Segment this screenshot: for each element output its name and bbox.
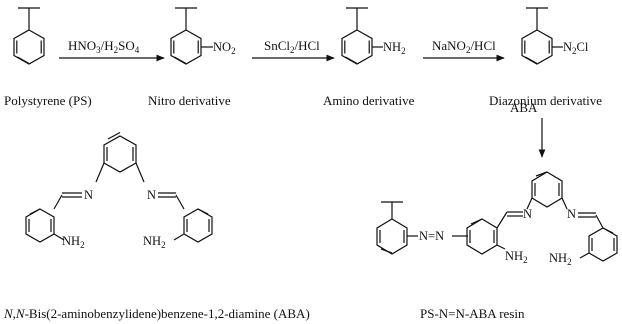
aba-structure bbox=[25, 131, 213, 243]
step1-label: HNO3/H2SO4 bbox=[68, 38, 140, 55]
nitro-group-label: NO2 bbox=[213, 40, 236, 56]
resin-label: PS-N=N-ABA resin bbox=[420, 306, 525, 321]
step3-label: NaNO2/HCl bbox=[432, 38, 496, 55]
aba-imine-n-right: N bbox=[147, 188, 156, 202]
aba-imine-n-left: N bbox=[84, 188, 93, 202]
polystyrene-structure bbox=[13, 7, 45, 65]
resin-structure bbox=[376, 171, 618, 262]
amino-derivative-label: Amino derivative bbox=[323, 93, 415, 108]
resin-amine-left: NH2 bbox=[505, 249, 528, 265]
aba-name-label: N,N-Bis(2-aminobenzylidene)benzene-1,2-d… bbox=[3, 306, 310, 321]
resin-imine-n-left: N bbox=[523, 207, 532, 221]
amino-group-label: NH2 bbox=[383, 40, 406, 56]
aba-amine-left: NH2 bbox=[62, 234, 85, 250]
nitro-structure bbox=[170, 7, 213, 65]
aba-name-italic: N,N bbox=[3, 306, 26, 321]
diazonium-derivative-label: Diazonium derivative bbox=[489, 93, 602, 108]
nitro-derivative-label: Nitro derivative bbox=[148, 93, 231, 108]
resin-amine-right: NH2 bbox=[549, 251, 572, 267]
diazonium-group-label: N2Cl bbox=[563, 40, 589, 56]
aba-amine-right: NH2 bbox=[143, 234, 166, 250]
resin-imine-n-right: N bbox=[567, 207, 576, 221]
amino-structure bbox=[341, 7, 383, 65]
polystyrene-label: Polystyrene (PS) bbox=[4, 93, 92, 108]
diazonium-structure bbox=[521, 7, 563, 65]
step4-label: ABA bbox=[510, 100, 538, 115]
step2-label: SnCl2/HCl bbox=[264, 38, 320, 55]
resin-azo-label: N=N bbox=[419, 229, 444, 243]
aba-name-rest: -Bis(2-aminobenzylidene)benzene-1,2-diam… bbox=[25, 306, 310, 321]
